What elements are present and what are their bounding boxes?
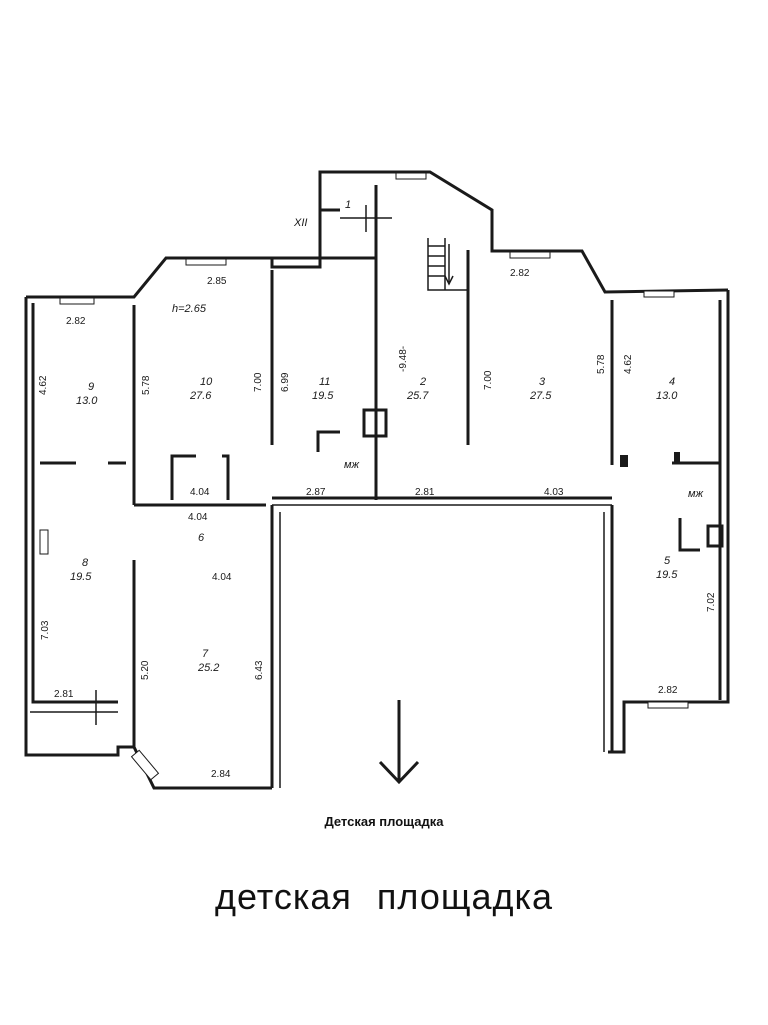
dim-label: 4.04 [190,487,210,498]
room-no-5: 5 [664,555,671,567]
dim-label: 6.99 [280,372,291,392]
dim-label: 4.04 [212,572,232,583]
room-area-3: 27.5 [529,390,552,402]
room-area-8: 19.5 [70,571,92,583]
dim-label: 2.81 [415,487,435,498]
dim-label: 2.87 [306,487,326,498]
room-area-10: 27.6 [189,390,212,402]
dim-label: 2.85 [207,276,227,287]
room-no-9: 9 [88,381,94,393]
floor-plan: h=2.65 XII 1 9 13.0 10 27.6 11 19.5 2 25… [24,170,730,790]
shaft-label-2: мж [688,488,704,500]
shafts [170,408,724,552]
dim-label: 2.82 [510,268,530,279]
dim-label: 5.78 [141,375,152,395]
dim-label: 2.81 [54,689,74,700]
plan-labels: h=2.65 XII 1 9 13.0 10 27.6 11 19.5 2 25… [70,199,704,674]
exit-arrow [378,700,420,785]
dim-label: 2.84 [211,769,231,780]
dim-label: 4.62 [38,375,49,395]
dim-label: 7.03 [40,620,51,640]
dim-label: 7.00 [483,370,494,390]
room-no-3: 3 [539,376,546,388]
room-no-7: 7 [202,648,209,660]
room-no-11: 11 [319,376,330,388]
room-area-2: 25.7 [406,390,429,402]
room-no-10: 10 [200,376,213,388]
outer-walls [24,170,730,790]
dim-label: 5.78 [596,354,607,374]
interior-walls [30,185,722,788]
room-no-8: 8 [82,557,89,569]
height-note: h=2.65 [172,303,207,315]
section-mark: XII [293,217,307,229]
room-area-4: 13.0 [656,390,678,402]
dim-label: 2.82 [66,316,86,327]
caption-small: Детская площадка [324,814,444,829]
dimension-labels: 2.85 2.82 2.82 4.62 5.78 7.00 6.99 -9.48… [38,268,717,780]
windows [39,172,689,781]
stair-number: 1 [345,199,351,211]
dim-label: 4.62 [623,354,634,374]
corridor-number: 6 [198,532,205,544]
room-no-4: 4 [669,376,675,388]
caption-large: детская площадка [214,876,554,917]
room-area-5: 19.5 [656,569,678,581]
dim-label: 4.03 [544,487,564,498]
stair-flight [427,238,468,291]
dim-label: 7.02 [706,592,717,612]
dim-label: 7.00 [253,372,264,392]
dim-label: 6.43 [254,660,265,680]
room-area-7: 25.2 [197,662,219,674]
dim-label: -9.48- [398,346,409,372]
room-area-11: 19.5 [312,390,334,402]
shaft-label-1: мж [344,459,360,471]
room-area-9: 13.0 [76,395,98,407]
dim-label: 5.20 [140,660,151,680]
dim-label: 4.04 [188,512,208,523]
room-no-2: 2 [419,376,426,388]
dim-label: 2.82 [658,685,678,696]
